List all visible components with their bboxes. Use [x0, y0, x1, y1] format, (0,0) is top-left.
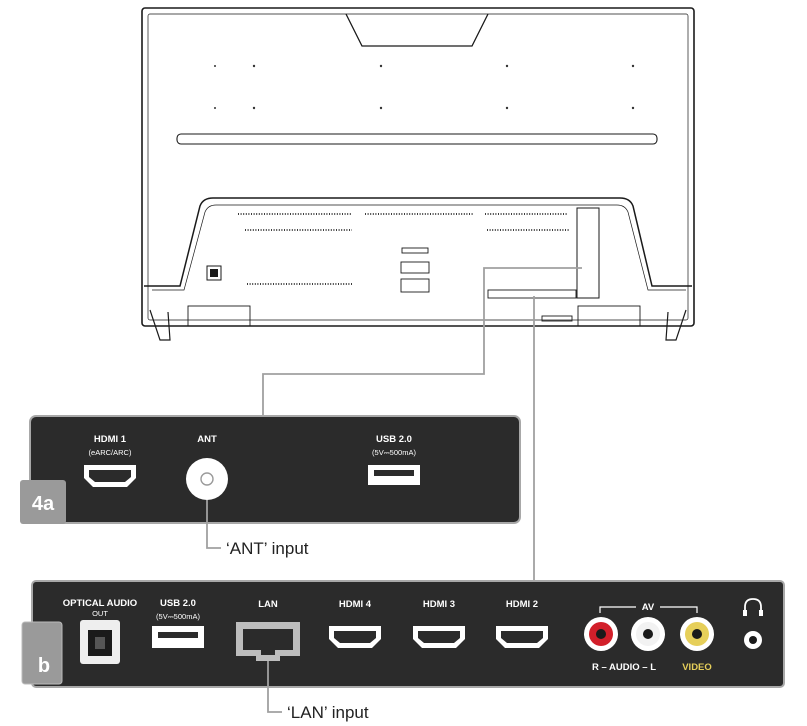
panel-a-badge-label: 4a — [32, 493, 55, 515]
optical-port[interactable] — [80, 620, 120, 664]
optical-sublabel: OUT — [92, 609, 108, 618]
hdmi4-label: HDMI 4 — [339, 599, 372, 610]
tv-screw-dots — [214, 64, 635, 110]
panel-b-badge — [21, 621, 63, 685]
hdmi2-label: HDMI 2 — [506, 599, 538, 610]
headphone-icon — [743, 598, 763, 616]
lan-callout: ‘LAN’ input — [287, 703, 369, 722]
usb-b-port[interactable] — [152, 626, 204, 648]
panel-a: 4a HDMI 1 (eARC/ARC) ANT USB 2.0 (5V⎓500… — [20, 415, 521, 524]
hdmi4-port[interactable] — [329, 626, 381, 648]
usb-a-sublabel: (5V⎓500mA) — [372, 448, 416, 457]
hdmi1-port[interactable] — [84, 465, 136, 487]
hdmi2-port[interactable] — [496, 626, 548, 648]
video-label: VIDEO — [682, 662, 712, 673]
hdmi1-sublabel: (eARC/ARC) — [89, 448, 132, 457]
ant-callout-line — [206, 500, 221, 549]
tv-rear-illustration — [141, 7, 695, 341]
hdmi3-label: HDMI 3 — [423, 599, 455, 610]
tv-vent-grilles — [238, 213, 570, 285]
usb-b-sublabel: (5V⎓500mA) — [156, 612, 200, 621]
usb-b-label: USB 2.0 — [160, 598, 196, 609]
video-jack[interactable] — [680, 617, 714, 651]
av-bracket — [599, 606, 698, 613]
usb-a-port[interactable] — [368, 465, 420, 485]
audio-right-jack[interactable] — [584, 617, 618, 651]
lan-port[interactable] — [236, 622, 300, 661]
av-label: AV — [642, 602, 655, 613]
audio-label: R – AUDIO – L — [592, 662, 656, 673]
panel-b: b OPTICAL AUDIO OUT USB 2.0 (5V⎓500mA) L… — [21, 580, 785, 688]
panel-b-badge-label: b — [38, 655, 50, 677]
audio-left-jack[interactable] — [631, 617, 665, 651]
headphone-jack[interactable] — [744, 631, 762, 649]
ant-port[interactable] — [186, 458, 228, 500]
ant-label: ANT — [197, 434, 217, 445]
panel-a-badge — [20, 480, 66, 524]
hdmi3-port[interactable] — [413, 626, 465, 648]
optical-label: OPTICAL AUDIO — [63, 598, 137, 609]
ant-callout: ‘ANT’ input — [226, 539, 309, 558]
lan-label: LAN — [258, 599, 278, 610]
usb-a-label: USB 2.0 — [376, 434, 412, 445]
leader-lines — [262, 267, 582, 580]
lan-callout-line — [267, 661, 282, 713]
hdmi1-label: HDMI 1 — [94, 434, 127, 445]
